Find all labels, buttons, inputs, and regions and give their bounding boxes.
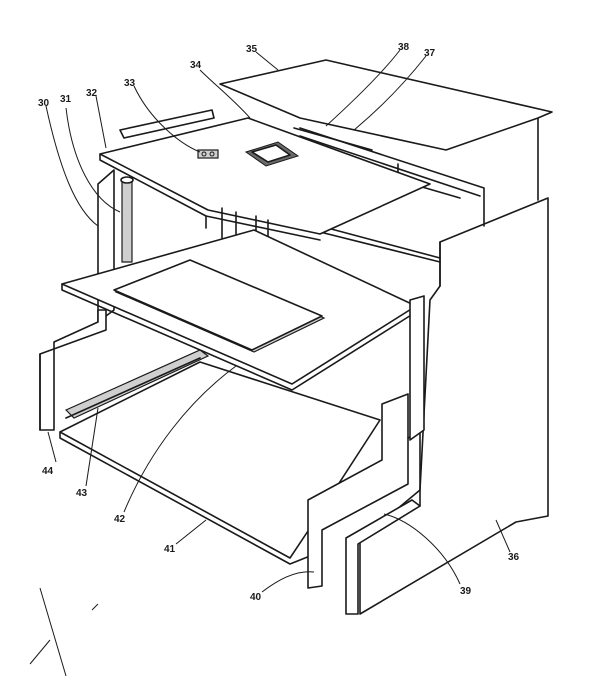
slide-out-shelf [61,229,417,391]
callout-37: 37 [424,48,436,59]
left-side-frame [39,309,107,431]
callout-34: 34 [190,60,202,71]
callout-43: 43 [76,488,88,499]
top-cover-panel [219,59,553,201]
callout-38: 38 [398,42,410,53]
left-rear-rail [119,109,215,139]
callout-labels: 30 31 32 33 34 35 36 37 38 39 40 41 42 4… [38,42,520,603]
callout-44: 44 [42,466,54,477]
callout-32: 32 [86,88,98,99]
callout-41: 41 [164,544,176,555]
callout-leaders [45,49,511,593]
callout-35: 35 [246,44,258,55]
callout-36: 36 [508,552,520,563]
callout-33: 33 [124,78,136,89]
main-top-frame [99,117,431,241]
rear-back-panel [293,127,485,263]
callout-30: 30 [38,98,50,109]
callout-31: 31 [60,94,72,105]
slide-rail [64,349,210,419]
callout-42: 42 [114,514,126,525]
bottom-floor-panel [59,361,381,565]
right-front-post [409,295,425,441]
callout-39: 39 [460,586,472,597]
callout-40: 40 [250,592,262,603]
